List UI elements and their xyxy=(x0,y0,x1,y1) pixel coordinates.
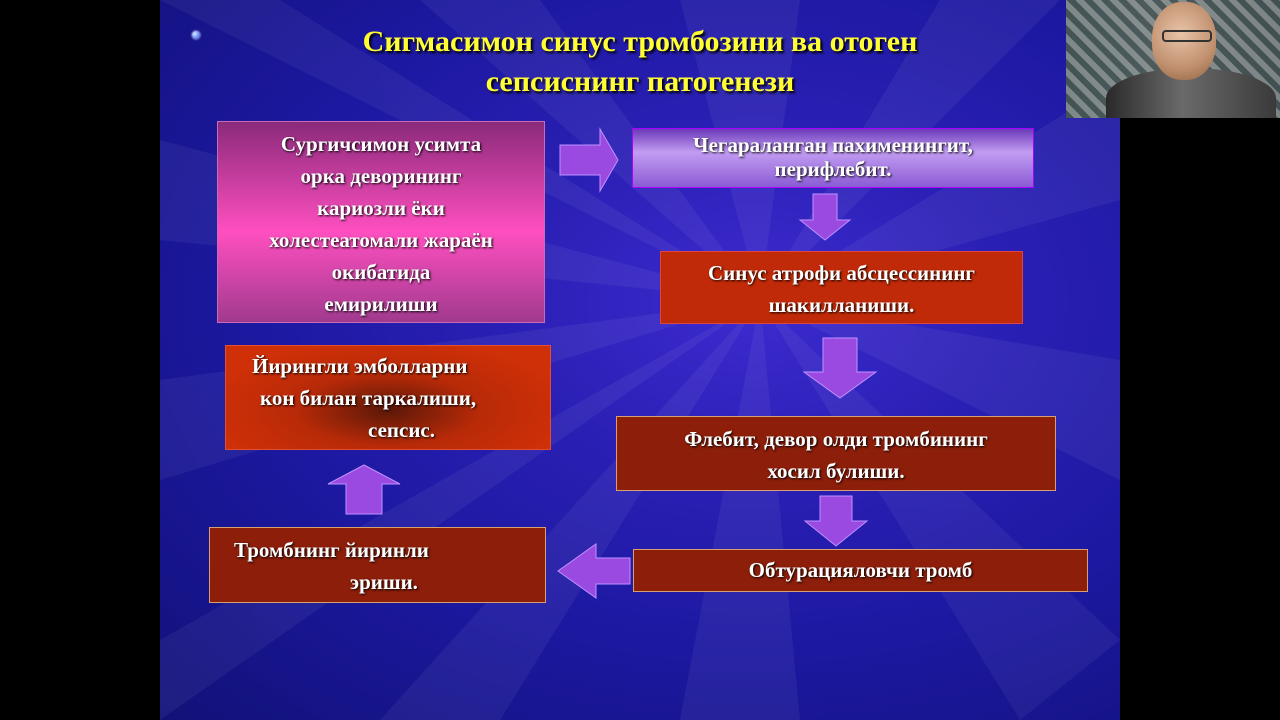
presenter-glasses xyxy=(1162,30,1212,42)
box-text-line: Йирингли эмболларни xyxy=(226,350,550,382)
box-text-line: Тромбнинг йиринли xyxy=(210,534,545,566)
arrow-right-icon xyxy=(560,129,618,191)
box-text-line: перифлебит. xyxy=(633,157,1033,181)
box-text-line: шакилланиши. xyxy=(661,289,1022,321)
box-text-line: эриши. xyxy=(210,566,545,598)
box-text-line: Сургичсимон усимта xyxy=(218,128,544,160)
box-obturating-thrombus: Обтурацияловчи тромб xyxy=(633,549,1088,592)
box-text-line: хосил булиши. xyxy=(617,455,1055,487)
box-mastoid-destruction: Сургичсимон усимта орка деворининг карио… xyxy=(217,121,545,323)
box-text-line: орка деворининг xyxy=(218,160,544,192)
slide: Сигмасимон синус тромбозини ва отоген се… xyxy=(160,0,1120,720)
box-text-line: Синус атрофи абсцессининг xyxy=(661,257,1022,289)
box-text-line: емирилиши xyxy=(218,288,544,320)
box-text-line: сепсис. xyxy=(226,414,550,446)
arrow-up-icon xyxy=(328,465,400,514)
arrow-down-icon xyxy=(804,338,876,398)
box-text-line: кариозли ёки xyxy=(218,192,544,224)
box-phlebitis: Флебит, девор олди тромбининг хосил були… xyxy=(616,416,1056,491)
webcam-presenter-video xyxy=(1066,0,1280,118)
box-text-line: холестеатомали жараён xyxy=(218,224,544,256)
arrow-down-icon xyxy=(800,194,850,240)
box-thrombus-purulent-melting: Тромбнинг йиринли эриши. xyxy=(209,527,546,603)
arrow-left-icon xyxy=(558,544,630,598)
box-pachymeningitis: Чегараланган пахименингит, перифлебит. xyxy=(632,128,1034,188)
box-text-line: кон билан таркалиши, xyxy=(226,382,550,414)
box-text-line: окибатида xyxy=(218,256,544,288)
box-text-line: Флебит, девор олди тромбининг xyxy=(617,423,1055,455)
arrow-down-icon xyxy=(805,496,867,546)
box-sepsis: Йирингли эмболларни кон билан таркалиши,… xyxy=(225,345,551,450)
box-text-line: Обтурацияловчи тромб xyxy=(634,550,1087,590)
box-perisinus-abscess: Синус атрофи абсцессининг шакилланиши. xyxy=(660,251,1023,324)
box-text-line: Чегараланган пахименингит, xyxy=(633,133,1033,157)
